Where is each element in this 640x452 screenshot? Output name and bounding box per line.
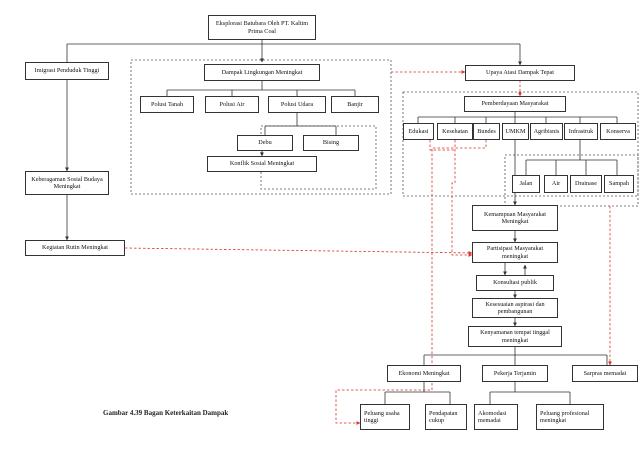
root-trunk <box>66 40 520 62</box>
node-kemampuan: Kemampuan Masyarakat Meningkat <box>472 205 558 231</box>
bundes-to-partisipasi-link <box>451 140 473 257</box>
node-bundes: Bundes <box>473 123 500 140</box>
node-pemberdayaan: Pemberdayaan Masyarakat <box>464 96 566 112</box>
node-edukasi: Edukasi <box>403 123 434 140</box>
node-kegiatan: Kegiatan Rutin Meningkat <box>25 240 125 256</box>
kegiatan-to-partisipasi-link <box>124 247 473 255</box>
node-sarpras: Sarpras memadai <box>572 365 638 382</box>
node-air: Air <box>544 175 568 193</box>
node-kesesuaian: Kesesuaian aspirasi dan pembangunan <box>472 298 558 318</box>
node-banjir: Banjir <box>331 96 379 113</box>
node-pendapatan: Pendapatan cukup <box>425 404 467 430</box>
node-polusi-tanah: Polusi Tanah <box>140 96 194 113</box>
node-partisipasi: Partisipasi Masyarakat meningkat <box>472 242 558 263</box>
node-konsultasi: Konsultasi publik <box>476 275 554 291</box>
node-dampak-lingkungan: Dampak Lingkungan Meningkat <box>204 64 320 81</box>
node-imigrasi: Imigrasi Penduduk Tinggi <box>25 62 109 80</box>
node-sampah: Sampah <box>604 175 634 193</box>
node-keberagaman: Keberagaman Sosial Budaya Meningkat <box>25 171 109 195</box>
node-eksplorasi: Eksplorasi Batubara Oleh PT. Kaltim Prim… <box>208 15 316 40</box>
pekerja-branches <box>489 382 571 404</box>
node-umkm: UMKM <box>502 123 529 140</box>
node-kenyamanan: Kenyamanan tempat tinggal meningkat <box>468 326 562 347</box>
node-drainase: Drainase <box>570 175 602 193</box>
node-pekerja: Pekerja Terjamin <box>482 365 548 382</box>
node-jalan: Jalan <box>512 175 540 193</box>
pemberdayaan-branches <box>417 112 618 123</box>
kenyamanan-branches <box>423 347 608 365</box>
figure-caption: Gambar 4.39 Bagan Keterkaitan Dampak <box>103 409 229 417</box>
node-peluang-usaha: Peluang usaha tinggi <box>360 404 410 430</box>
node-bising: Bising <box>303 135 359 151</box>
node-konflik-sosial: Konflik Sosial Meningkat <box>207 156 317 172</box>
empowerment-group <box>402 91 639 197</box>
infra-branches <box>525 140 618 175</box>
node-peluang-profesional: Peluang profesional meningkat <box>536 404 604 430</box>
ekonomi-branches <box>384 382 451 404</box>
node-akomodasi: Akomodasi memadai <box>474 404 518 430</box>
node-konserva: Konserva <box>600 123 636 140</box>
kesehatan-to-partisipasi-link <box>429 140 455 151</box>
node-ekonomi: Ekonomi Meningkat <box>387 365 461 382</box>
node-polusi-udara: Polusi Udara <box>268 96 326 113</box>
umkm-to-peluang-link <box>335 140 487 425</box>
node-polusi-air: Polusi Air <box>205 96 259 113</box>
node-upaya: Upaya Atasi Dampak Tepat <box>465 65 575 81</box>
node-agribisnis: Agribisnis <box>530 123 563 140</box>
udara-branches <box>264 113 337 135</box>
dampak-branches <box>166 81 356 96</box>
node-infrastruk: Infrastruk <box>564 123 598 140</box>
node-kesehatan: Kesehatan <box>437 123 473 140</box>
node-debu: Debu <box>237 135 293 151</box>
